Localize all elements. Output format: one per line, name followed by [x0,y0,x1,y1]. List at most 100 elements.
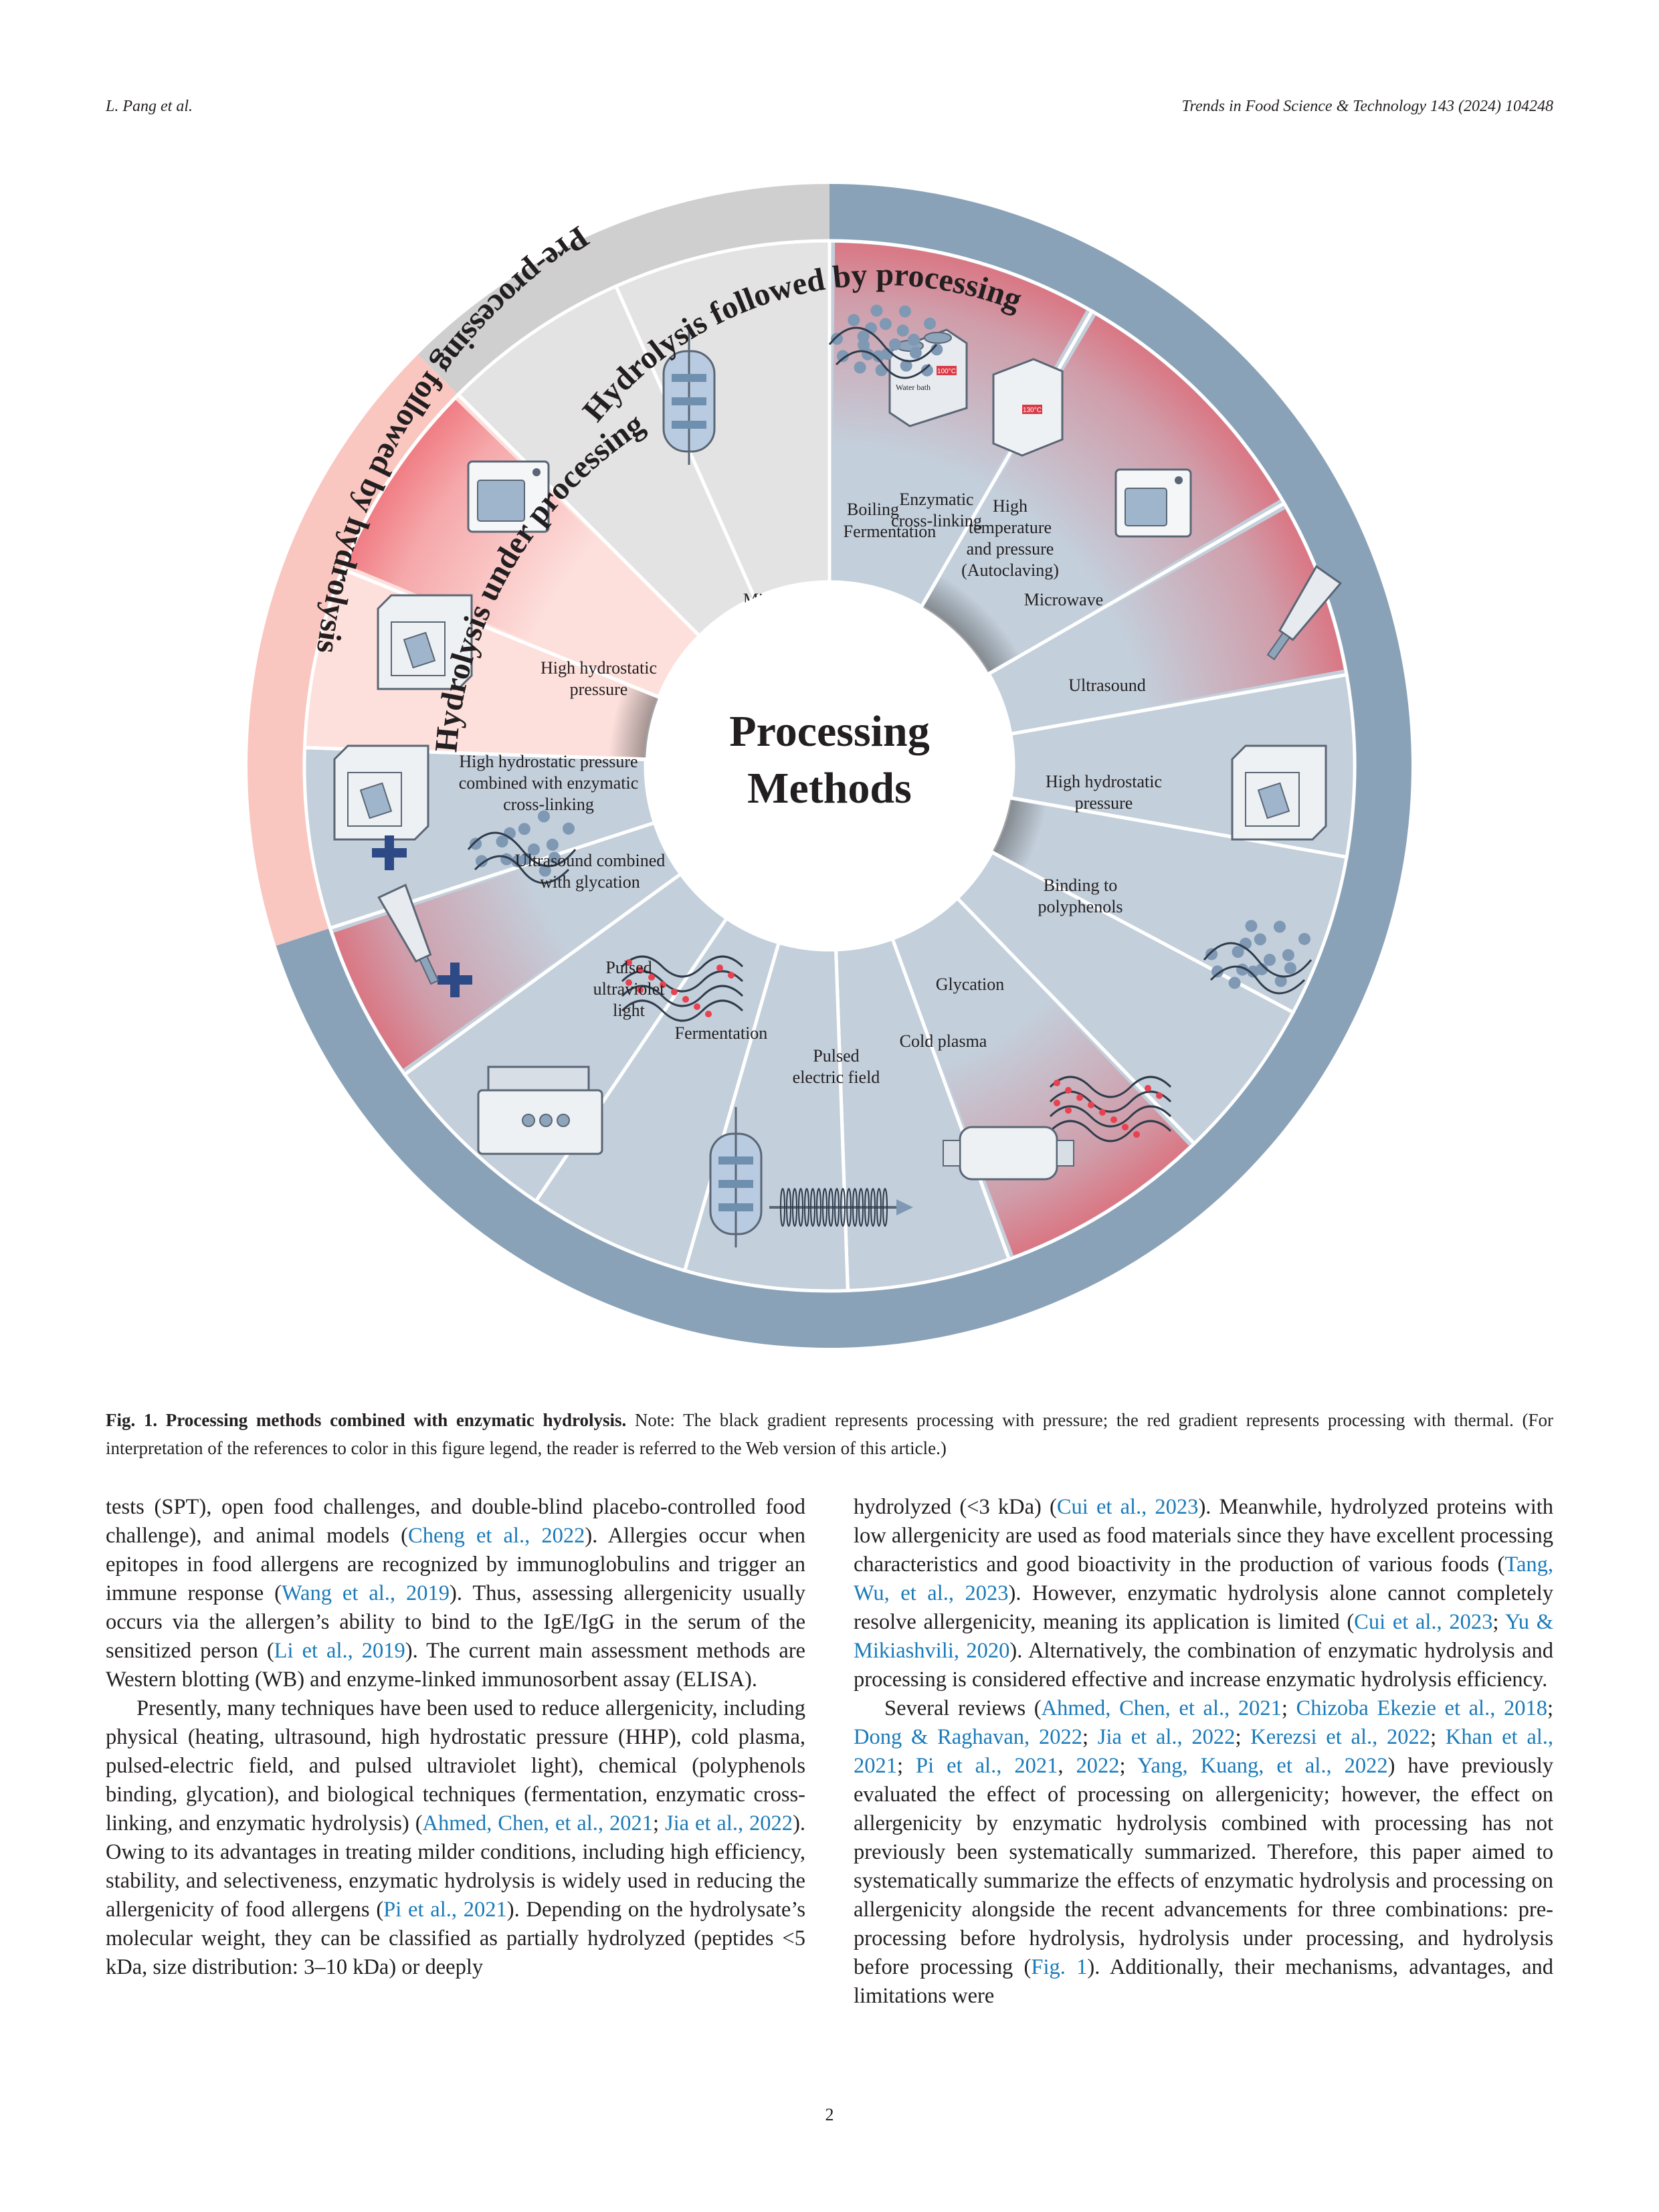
text-run: ; [1430,1725,1446,1749]
sector-label-glycation: Glycation [936,975,1005,994]
citation-link[interactable]: Li et al., 2019 [274,1639,405,1663]
text-run: ; [1547,1696,1554,1720]
sector-label-hhp-right: High hydrostatic [1046,772,1162,791]
thermal-pressure-gradients [304,241,1347,1291]
caption-label: Fig. 1. Processing methods combined with… [106,1410,627,1430]
citation-link[interactable]: Cui et al., 2023 [1056,1495,1199,1519]
sector-label-hhp-left: pressure [570,680,628,699]
sector-label-polyphenols: Binding to [1044,876,1118,895]
text-run: ). The current main assessment methods a… [106,1639,805,1692]
text-run: ; [1119,1754,1138,1778]
sector-divider [329,821,656,930]
pressure-chamber-icon [333,744,429,841]
text-run: ). However, enzymatic hydrolysis alone c… [854,1581,1553,1634]
sector-label-ultrasound: Ultrasound [1068,676,1146,695]
citation-link[interactable]: Kerezsi et al., 2022 [1250,1725,1431,1749]
pressure-gradient [922,489,1106,673]
citation-link[interactable]: Dong & Raghavan, 2022 [854,1725,1082,1749]
text-run: ) have previously evaluated the effect o… [854,1754,1553,1979]
text-run: Several reviews ( [884,1696,1042,1720]
page-number: 2 [825,2105,834,2124]
sector-label-microwave-right: Microwave [1024,590,1103,609]
figure-reference-link[interactable]: Fig. 1 [1031,1955,1088,1979]
citation-link[interactable]: Chizoba Ekezie et al., 2018 [1296,1696,1547,1720]
text-run: ). Alternatively, the combination of enz… [854,1639,1553,1692]
plus-icon [437,963,472,997]
text-run: ; [1082,1725,1098,1749]
sector-label-pulsed-electric: Pulsed [813,1046,859,1066]
paragraph-hydrolyzed: hydrolyzed (<3 kDa) (Cui et al., 2023). … [854,1493,1553,1694]
text-run: ). Owing to its advantages in treating m… [106,1811,806,1922]
ultrasound-probe-icon [377,884,440,985]
sector-divider [834,949,850,1291]
citation-link[interactable]: Pi et al., 2021 [916,1754,1058,1778]
ring-followed [417,184,830,395]
sector-label-cold-plasma: Cold plasma [900,1031,987,1051]
glycation-chain-icon [621,955,744,1022]
sector-label-boiling: Boiling [847,500,899,519]
ultrasound-probe-icon [1266,565,1343,661]
sector-divider [920,310,1094,608]
citation-link[interactable]: Yu & Mikiashvili, 2020 [854,1610,1554,1663]
text-run: ). Meanwhile, hydrolyzed proteins with l… [854,1495,1553,1577]
text-column-right: hydrolyzed (<3 kDa) (Cui et al., 2023). … [854,1493,1553,2011]
thermal-gradient [333,824,680,1069]
sector-divider [403,872,682,1076]
text-run: , [1058,1754,1076,1778]
center-title-line2: Methods [747,764,912,813]
citation-link[interactable]: Cheng et al., 2022 [408,1524,585,1548]
sector-label-pulsed-electric: electric field [793,1068,880,1087]
sector-label-ultrasound-glycation: Ultrasound combined [515,851,666,870]
citation-link[interactable]: Khan et al., 2021 [854,1725,1554,1778]
sector-label-enzymatic-crosslinking: Enzymatic [899,490,973,509]
sector-label-fermentation-top: Fermentation [844,522,937,541]
text-run: ). Depending on the hydrolysate’s molecu… [106,1898,805,1979]
sector-enzymatic-crosslinking [613,239,832,601]
sector-divider [987,502,1286,676]
sector-label-polyphenols: polyphenols [1038,897,1123,916]
sector-label-pulsed-uv: light [613,1001,645,1020]
ring-under [248,354,458,946]
sector-label-autoclaving: High [993,496,1028,516]
text-column-left: tests (SPT), open food challenges, and d… [106,1493,805,1982]
text-run: ). Allergies occur when epitopes in food… [106,1524,806,1605]
center-title-line1: Processing [729,707,929,756]
citation-link[interactable]: Ahmed, Chen, et al., 2021 [1041,1696,1282,1720]
thermal-gradient [347,399,698,696]
pressure-chamber-icon [377,594,473,690]
citation-link[interactable]: Yang, Kuang, et al., 2022 [1137,1754,1388,1778]
crosslinked-network-icon [828,304,943,379]
citation-link[interactable]: Cui et al., 2023 [1354,1610,1493,1634]
text-run: ; [652,1811,665,1835]
sector-divider [1010,673,1347,736]
citation-link[interactable]: Ahmed, Chen, et al., 2021 [422,1811,653,1835]
sector-divider [683,942,781,1272]
text-run: ). Thus, assessing allergenicity usually… [106,1581,805,1663]
ring-bands [248,184,1412,1348]
text-run: hydrolyzed (<3 kDa) ( [854,1495,1057,1519]
sector-label-autoclaving: temperature [969,518,1052,537]
text-run: ; [1281,1696,1296,1720]
citation-link[interactable]: 2022 [1076,1754,1120,1778]
sector-label-hhp-crosslinking: cross-linking [503,795,594,814]
autoclave-icon: 130°C [992,358,1064,457]
fermenter-icon [709,1107,763,1247]
citation-link[interactable]: Jia et al., 2022 [1097,1725,1236,1749]
text-run: tests (SPT), open food challenges, and d… [106,1495,805,1548]
sector-label-pulsed-uv: ultraviolet [593,979,666,999]
citation-link[interactable]: Jia et al., 2022 [664,1811,793,1835]
citation-link[interactable]: Pi et al., 2021 [383,1898,507,1922]
citation-link[interactable]: Tang, Wu, et al., 2023 [854,1552,1553,1605]
paragraph-assessment: tests (SPT), open food challenges, and d… [106,1493,805,1694]
water-bath-label: Water bath [896,383,931,392]
citation-link[interactable]: Wang et al., 2019 [281,1581,450,1605]
text-run: ; [897,1754,916,1778]
cold-plasma-device-icon [943,1126,1074,1181]
microwave-oven-icon [1114,468,1192,538]
pulsed-electric-coil-icon [769,1188,913,1227]
text-run: ). Additionally, their mechanisms, advan… [854,1955,1553,2008]
sector-label-ultrasound-glycation: with glycation [540,872,640,892]
paragraph-techniques: Presently, many techniques have been use… [106,1694,805,1982]
